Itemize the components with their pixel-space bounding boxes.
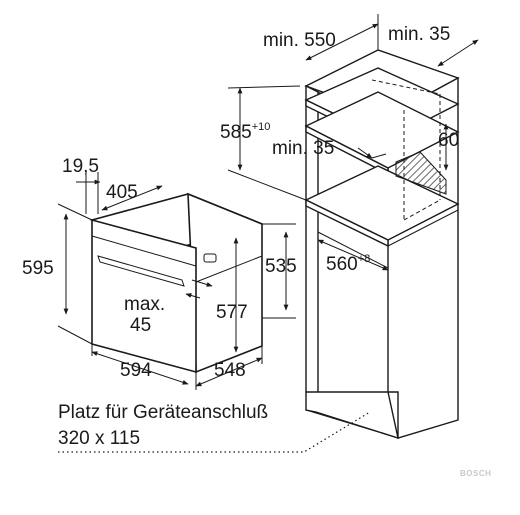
label-handle-gap-1: max. [124,294,165,315]
label-oven-body-height: 535 [265,256,297,277]
label-vent-depth: 60 [438,130,459,151]
vent-opening [395,151,447,195]
oven-appliance [89,192,265,374]
dimension-labels: min. 550 min. 35 585+10 min. 35 60 560+8… [22,24,491,478]
label-oven-width: 594 [120,360,152,381]
label-oven-depth-bottom: 548 [214,360,246,381]
tall-cabinet [304,49,460,440]
dimension-lines [57,14,479,453]
label-niche-inner: 560+8 [326,253,370,275]
label-panel-thickness: 19,5 [62,156,99,177]
label-oven-depth-top: 405 [106,182,138,203]
label-side-gap: min. 35 [388,24,450,45]
label-niche-width: min. 550 [263,30,336,51]
label-vent-gap: min. 35 [272,138,334,159]
label-oven-inner-height: 577 [216,302,248,323]
label-handle-gap-2: 45 [130,315,151,336]
bosch-logo: BOSCH [460,469,491,478]
label-oven-height: 595 [22,258,54,279]
note-line-1: Platz für Geräteanschluß [58,402,268,423]
note-line-2: 320 x 115 [58,428,140,449]
label-niche-height: 585+10 [220,121,270,143]
